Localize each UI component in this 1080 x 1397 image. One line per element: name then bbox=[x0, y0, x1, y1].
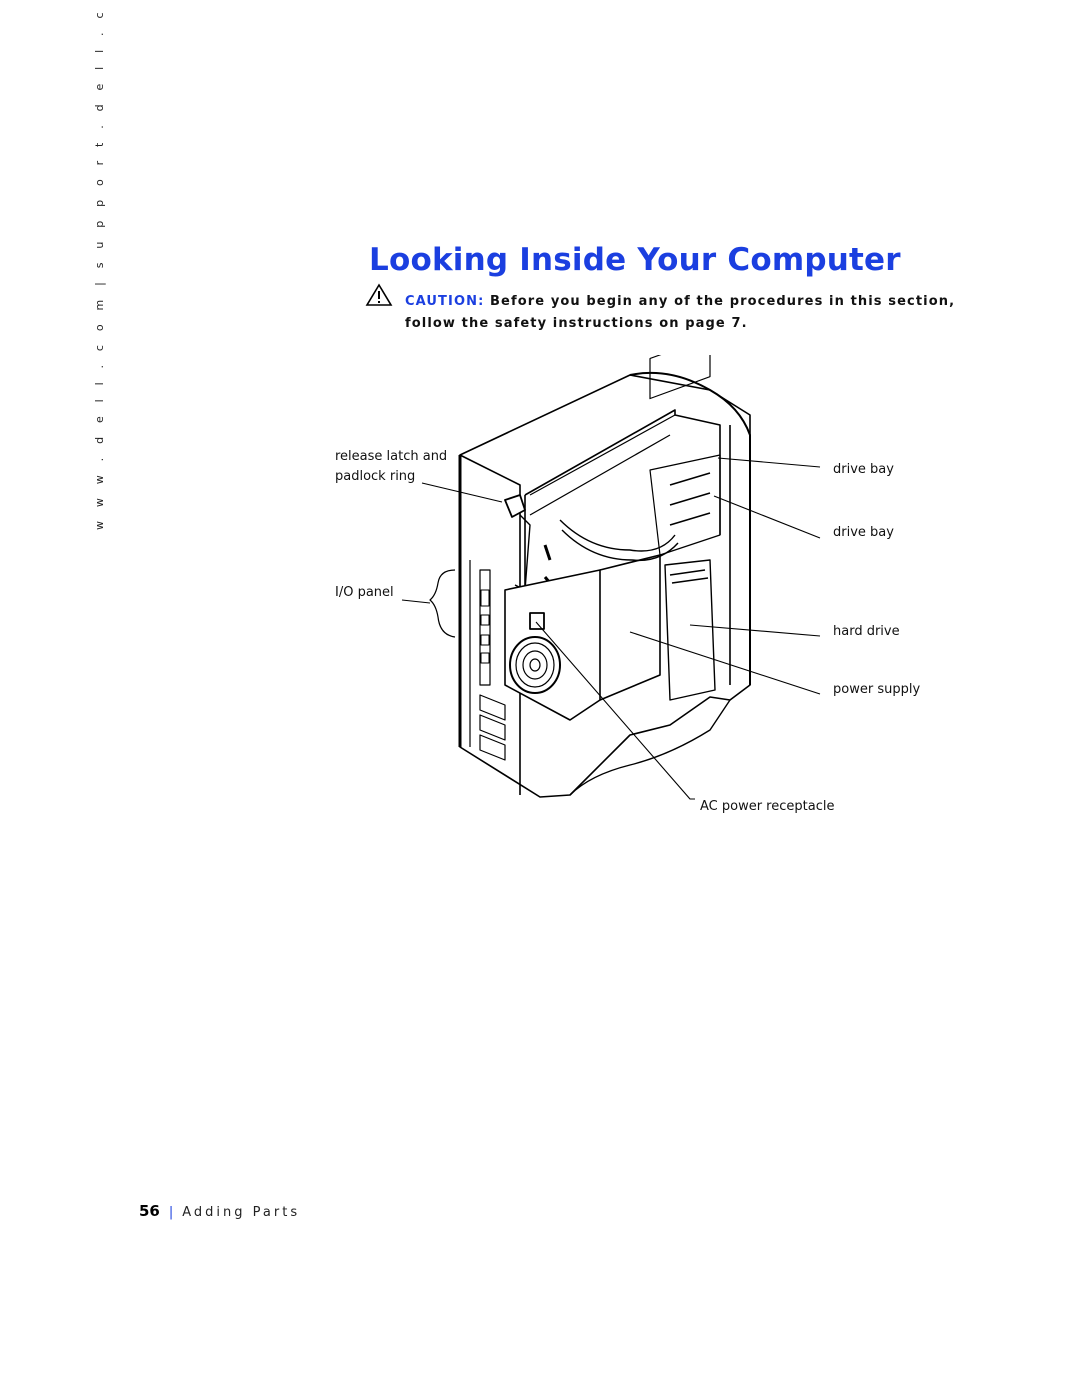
caution-label: CAUTION: bbox=[405, 294, 485, 309]
callout-release-latch: release latch and padlock ring bbox=[335, 447, 447, 487]
callout-hard-drive: hard drive bbox=[833, 624, 900, 639]
footer-section: Adding Parts bbox=[182, 1205, 301, 1220]
footer-separator: | bbox=[168, 1205, 174, 1220]
callout-release-latch-line1: release latch and bbox=[335, 449, 448, 464]
page-number: 56 bbox=[139, 1202, 160, 1220]
callout-ac-power-receptacle: AC power receptacle bbox=[700, 799, 835, 814]
page-footer: 56 | Adding Parts bbox=[139, 1202, 300, 1220]
side-url: w w w . d e l l . c o m | s u p p o r t … bbox=[93, 0, 106, 530]
page-title: Looking Inside Your Computer bbox=[369, 242, 901, 278]
callout-release-latch-line2: padlock ring bbox=[335, 469, 416, 484]
callout-io-panel: I/O panel bbox=[335, 585, 394, 600]
computer-drawing bbox=[401, 336, 821, 800]
caution-text: Before you begin any of the procedures i… bbox=[405, 294, 956, 331]
callout-power-supply: power supply bbox=[833, 682, 921, 697]
caution-triangle-icon bbox=[365, 283, 393, 306]
computer-interior-illustration: release latch and padlock ring I/O panel… bbox=[330, 336, 950, 835]
callout-drive-bay-2: drive bay bbox=[833, 525, 894, 540]
caution-note: CAUTION: Before you begin any of the pro… bbox=[405, 291, 965, 335]
callout-drive-bay-1: drive bay bbox=[833, 462, 894, 477]
